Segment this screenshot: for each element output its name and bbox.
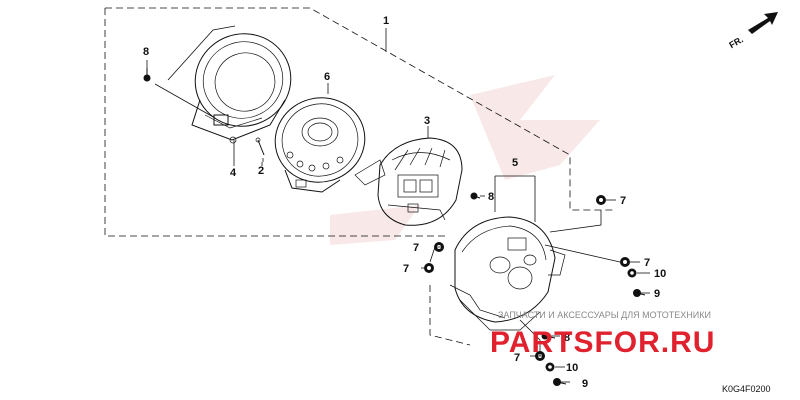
partsfor-watermark: ЗАПЧАСТИ И АКСЕССУАРЫ ДЛЯ МОТОТЕХНИКИ PA… bbox=[490, 310, 715, 359]
assembly-outline bbox=[104, 7, 615, 346]
screw-8-upper bbox=[143, 68, 151, 82]
callout-9-b: 9 bbox=[582, 378, 588, 390]
screw-8-middle bbox=[470, 192, 481, 200]
collar-10-a bbox=[627, 268, 637, 278]
meter-housing-part bbox=[449, 175, 566, 331]
watermark-brand: PARTSFOR.RU bbox=[490, 326, 715, 359]
callout-10-b: 10 bbox=[566, 362, 578, 374]
callout-8-b: 8 bbox=[488, 191, 494, 203]
direction-label: FR. bbox=[727, 34, 745, 50]
grommet-7-c bbox=[424, 263, 434, 273]
grommet-7-d bbox=[620, 257, 630, 267]
bolt-9-b bbox=[553, 378, 567, 386]
brand-wing-watermark bbox=[330, 75, 600, 245]
callout-10-a: 10 bbox=[654, 268, 666, 280]
front-direction-indicator: FR. bbox=[727, 12, 778, 50]
callout-2: 2 bbox=[258, 165, 264, 177]
callout-1: 1 bbox=[383, 15, 389, 27]
grommet-7-a bbox=[596, 195, 606, 205]
meter-gasket-part bbox=[274, 97, 386, 193]
callout-3: 3 bbox=[424, 115, 430, 127]
leader-lines bbox=[146, 60, 650, 383]
callout-7-d: 7 bbox=[644, 257, 650, 269]
callout-8-a: 8 bbox=[143, 46, 149, 58]
callout-7-a: 7 bbox=[620, 195, 626, 207]
callout-8-c: 8 bbox=[564, 332, 570, 344]
callout-5: 5 bbox=[512, 157, 518, 169]
bolt-9-a bbox=[633, 289, 646, 297]
pin-part bbox=[255, 137, 265, 162]
diagram-code: K0G4F0200 bbox=[722, 384, 771, 394]
callout-9-a: 9 bbox=[654, 288, 660, 300]
callout-6: 6 bbox=[324, 71, 330, 83]
callout-7-c: 7 bbox=[403, 263, 409, 275]
meter-circuit-board-part bbox=[377, 137, 463, 226]
callout-4: 4 bbox=[230, 167, 237, 179]
watermark-tagline: ЗАПЧАСТИ И АКСЕССУАРЫ ДЛЯ МОТОТЕХНИКИ bbox=[498, 310, 711, 320]
meter-case-part bbox=[154, 25, 292, 144]
collar-10-b bbox=[545, 362, 555, 372]
callout-7-b: 7 bbox=[413, 242, 419, 254]
callout-7-e: 7 bbox=[514, 352, 520, 364]
